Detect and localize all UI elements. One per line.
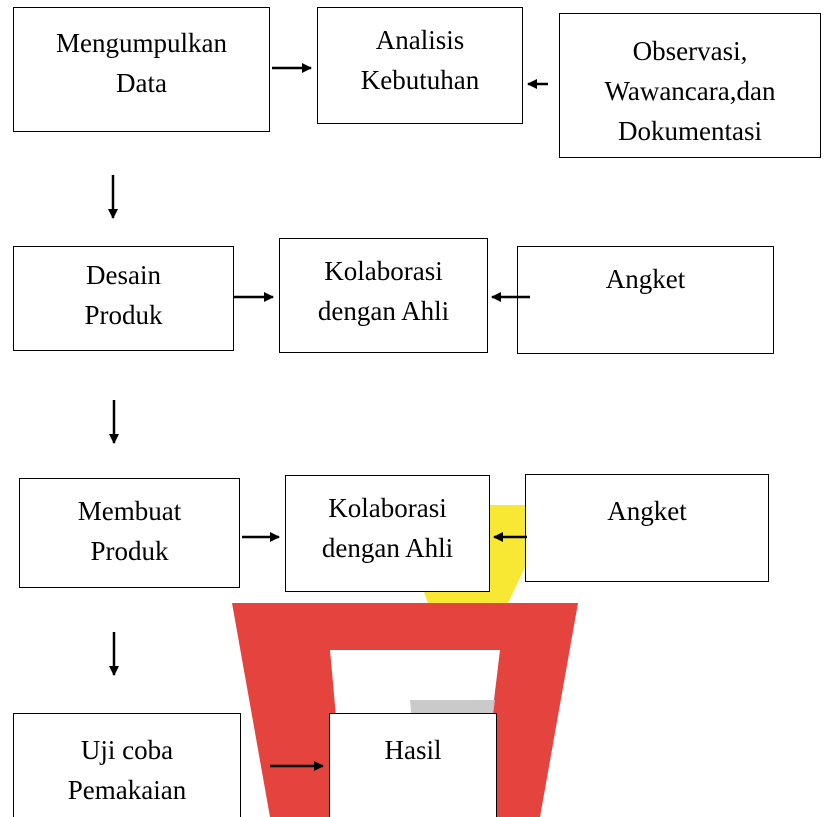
step-box-uji-coba-pemakaian: Uji coba Pemakaian (13, 713, 241, 817)
input-box-observasi: Observasi, Wawancara,dan Dokumentasi (559, 13, 821, 158)
step-box-desain-produk: Desain Produk (13, 246, 234, 351)
box-label-line: Mengumpulkan (56, 28, 227, 58)
box-label-line: Dokumentasi (618, 116, 762, 146)
box-label-line: Kolaborasi (328, 493, 447, 523)
box-label-line: Hasil (384, 735, 442, 765)
box-label-line: Desain (86, 260, 161, 290)
box-label-line: Pemakaian (67, 775, 187, 805)
box-label-line: Produk (90, 536, 169, 566)
box-label-line: Observasi, (632, 36, 748, 66)
box-label-line: Angket (605, 264, 686, 294)
box-label-line: Kebutuhan (360, 65, 480, 95)
box-label-line: dengan Ahli (317, 296, 450, 326)
box-label-line: Kolaborasi (324, 256, 443, 286)
box-label-line: Analisis (375, 25, 465, 55)
box-label-line: Data (116, 68, 167, 98)
step-box-analisis-kebutuhan: Analisis Kebutuhan (317, 7, 523, 124)
box-label-line: Produk (84, 300, 163, 330)
input-box-angket-2: Angket (525, 474, 769, 582)
box-label-line: dengan Ahli (321, 533, 454, 563)
step-box-mengumpulkan-data: Mengumpulkan Data (13, 7, 270, 132)
step-box-kolaborasi-ahli-2: Kolaborasi dengan Ahli (285, 475, 490, 592)
result-box-hasil: Hasil (329, 713, 497, 817)
step-box-membuat-produk: Membuat Produk (19, 478, 240, 588)
box-label-line: Wawancara,dan (604, 76, 776, 106)
input-box-angket-1: Angket (517, 246, 774, 354)
step-box-kolaborasi-ahli-1: Kolaborasi dengan Ahli (279, 238, 488, 353)
box-label-line: Membuat (77, 496, 182, 526)
box-label-line: Uji coba (80, 735, 174, 765)
box-label-line: Angket (607, 496, 687, 526)
